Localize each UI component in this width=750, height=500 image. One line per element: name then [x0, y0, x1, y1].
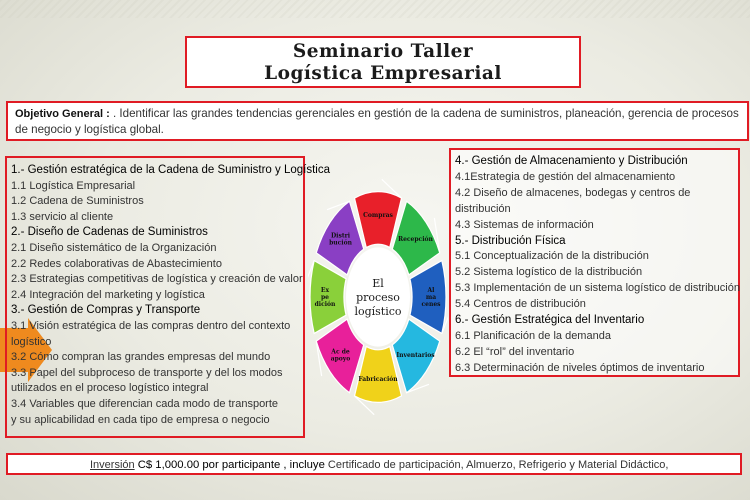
cycle-center: [346, 247, 410, 347]
cycle-segment: [353, 345, 403, 416]
objective-text: . Identificar las grandes tendencias ger…: [15, 107, 739, 136]
topic-item: 5.1 Conceptualización de la distribución: [455, 250, 649, 263]
topic-item: 2.3 Estrategias competitivas de logístic…: [11, 273, 303, 286]
topic-item: 5.3 Implementación de un sistema logísti…: [455, 282, 740, 295]
topic-item: utilizados en el proceso logístico integ…: [11, 382, 209, 395]
decorative-stripe: [0, 0, 750, 18]
cycle-segment-label: Recepción: [398, 236, 433, 243]
topic-item: 2.1 Diseño sistemático de la Organizació…: [11, 241, 217, 254]
objective-label: Objetivo General :: [15, 108, 110, 120]
topic-heading: 4.- Gestión de Almacenamiento y Distribu…: [455, 155, 688, 167]
topic-item: 3.3 Papel del subproceso de transporte y…: [11, 366, 283, 379]
cycle-segment: [409, 259, 448, 335]
investment-label: Inversión: [90, 459, 135, 471]
topic-heading: 1.- Gestión estratégica de la Cadena de …: [11, 164, 330, 176]
cycle-segment-label: Inventarios: [396, 352, 435, 359]
investment-amount: C$ 1,000.00 por participante , incluye: [137, 459, 325, 471]
left-topics-box: 1.- Gestión estratégica de la Cadena de …: [5, 156, 330, 438]
topic-item: 6.2 El “rol” del inventario: [455, 345, 575, 358]
topic-item: 5.2 Sistema logístico de la distribución: [455, 266, 643, 279]
topic-item: distribución: [455, 202, 511, 215]
topic-item: 1.3 servicio al cliente: [11, 210, 114, 223]
investment-bar: Inversión C$ 1,000.00 por participante ,…: [6, 453, 742, 475]
title-box: Seminario Taller Logística Empresarial: [185, 36, 581, 88]
title-line-2: Logística Empresarial: [264, 63, 502, 84]
cycle-center-text: logístico: [354, 305, 401, 318]
cycle-center-text: proceso: [356, 291, 400, 304]
topic-item: logístico: [11, 335, 52, 348]
cycle-segment: [308, 259, 347, 335]
topic-item: y su aplicabilidad en cada tipo de empre…: [11, 413, 270, 426]
cycle-segment-label: Fabricación: [358, 376, 398, 383]
topic-heading: 6.- Gestión Estratégica del Inventario: [455, 314, 645, 327]
topic-item: 2.4 Integración del marketing y logístic…: [11, 288, 205, 301]
topic-heading: 2.- Diseño de Cadenas de Suministros: [11, 226, 208, 239]
topic-item: 5.4 Centros de distribución: [455, 298, 586, 311]
topic-item: 6.3 Determinación de niveles óptimos de …: [455, 361, 705, 374]
cycle-segment: [315, 200, 365, 276]
topic-item: 6.1 Planificación de la demanda: [455, 329, 611, 342]
topic-item: 3.1 Visión estratégica de las compras de…: [11, 319, 291, 332]
topic-item: 3.2 Cómo compran las grandes empresas de…: [11, 351, 271, 364]
investment-includes: Certificado de participación, Almuerzo, …: [327, 459, 669, 471]
cycle-segment: [391, 200, 441, 276]
topic-item: 4.2 Diseño de almacenes, bodegas y centr…: [455, 186, 691, 199]
topic-item: 1.2 Cadena de Suministros: [11, 195, 144, 208]
title-line-1: Seminario Taller: [292, 41, 474, 62]
topic-item: 2.2 Redes colaborativas de Abastecimient…: [11, 257, 222, 270]
topic-heading: 5.- Distribución Física: [455, 234, 566, 247]
cycle-center-text: El: [372, 277, 384, 290]
topic-item: 1.1 Logística Empresarial: [11, 179, 136, 192]
cycle-segment: [391, 318, 441, 394]
right-topics-box: 4.- Gestión de Almacenamiento y Distribu…: [449, 148, 740, 377]
topic-heading: 3.- Gestión de Compras y Transporte: [11, 304, 201, 317]
objective-box: Objetivo General : . Identificar las gra…: [6, 101, 749, 141]
cycle-segment: [315, 318, 365, 394]
topic-item: 4.3 Sistemas de información: [455, 218, 594, 231]
cycle-segment: [353, 178, 403, 249]
orange-arrow-shape: [0, 318, 52, 382]
topic-item: 4.1Estrategia de gestión del almacenamie…: [455, 170, 676, 183]
cycle-segment-label: Compras: [363, 212, 393, 219]
topic-item: 3.4 Variables que diferencian cada modo …: [11, 397, 279, 410]
